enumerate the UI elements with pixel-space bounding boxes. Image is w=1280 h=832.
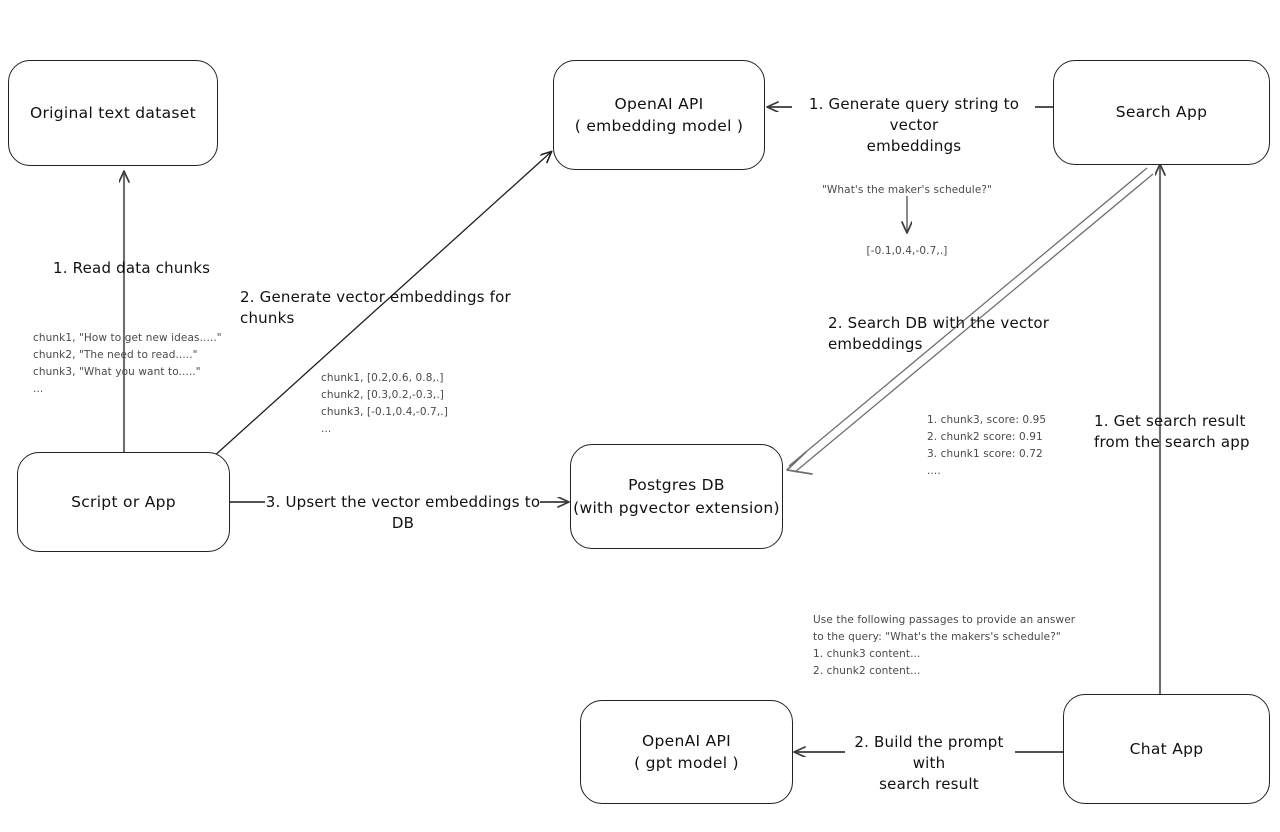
node-original-text-dataset[interactable]: Original text dataset — [8, 60, 218, 166]
edge-label-upsert-to-db: 3. Upsert the vector embeddings to DB — [265, 493, 541, 532]
node-original-text-dataset-label: Original text dataset — [30, 103, 196, 122]
edge-generate-vector-embeddings — [211, 152, 551, 459]
node-script-or-app[interactable]: Script or App — [17, 452, 230, 552]
node-openai-api-embedding-model[interactable]: OpenAI API ( embedding model ) — [553, 60, 765, 170]
node-openai-embedding-line2: ( embedding model ) — [574, 117, 744, 135]
node-openai-gpt-line2: ( gpt model ) — [634, 754, 739, 772]
edge-label-generate-query-embeddings: 1. Generate query string to vector embed… — [808, 95, 1020, 155]
node-postgres-db-line1: Postgres DB — [628, 476, 725, 495]
node-postgres-db[interactable]: Postgres DB (with pgvector extension) — [570, 444, 783, 549]
edge-search-db-line-b — [794, 173, 1154, 473]
node-search-app[interactable]: Search App — [1053, 60, 1270, 165]
note-search-results: 1. chunk3, score: 0.95 2. chunk2 score: … — [927, 414, 1047, 477]
node-openai-gpt-line1: OpenAI API — [641, 731, 732, 750]
note-query-vector: [-0.1,0.4,-0.7,.] — [866, 245, 948, 257]
node-chat-app[interactable]: Chat App — [1063, 694, 1270, 804]
note-chunk-vectors: chunk1, [0.2,0.6, 0.8,.] chunk2, [0.3,0.… — [321, 372, 448, 435]
edge-label-generate-vector-embeddings: 2. Generate vector embeddings for chunks — [240, 288, 511, 327]
node-search-app-label: Search App — [1115, 103, 1208, 122]
edge-label-search-db: 2. Search DB with the vector embeddings — [828, 314, 1050, 353]
note-query-string: "What's the maker's schedule?" — [822, 184, 992, 196]
edge-label-get-search-result: 1. Get search result from the search app — [1094, 412, 1250, 451]
node-openai-api-gpt-model[interactable]: OpenAI API ( gpt model ) — [580, 700, 793, 804]
edge-search-db-line-a — [788, 167, 1148, 467]
node-script-or-app-label: Script or App — [71, 492, 176, 511]
note-raw-chunks: chunk1, "How to get new ideas....." chun… — [33, 332, 222, 395]
note-prompt-template: Use the following passages to provide an… — [813, 614, 1076, 677]
edge-label-build-prompt: 2. Build the prompt with search result — [854, 733, 1004, 793]
node-chat-app-label: Chat App — [1129, 739, 1204, 758]
node-openai-embedding-line1: OpenAI API — [614, 94, 704, 113]
edge-search-db-arrowhead — [786, 451, 813, 475]
edge-label-read-data-chunks: 1. Read data chunks — [53, 259, 211, 277]
node-postgres-db-line2: (with pgvector extension) — [573, 498, 780, 517]
